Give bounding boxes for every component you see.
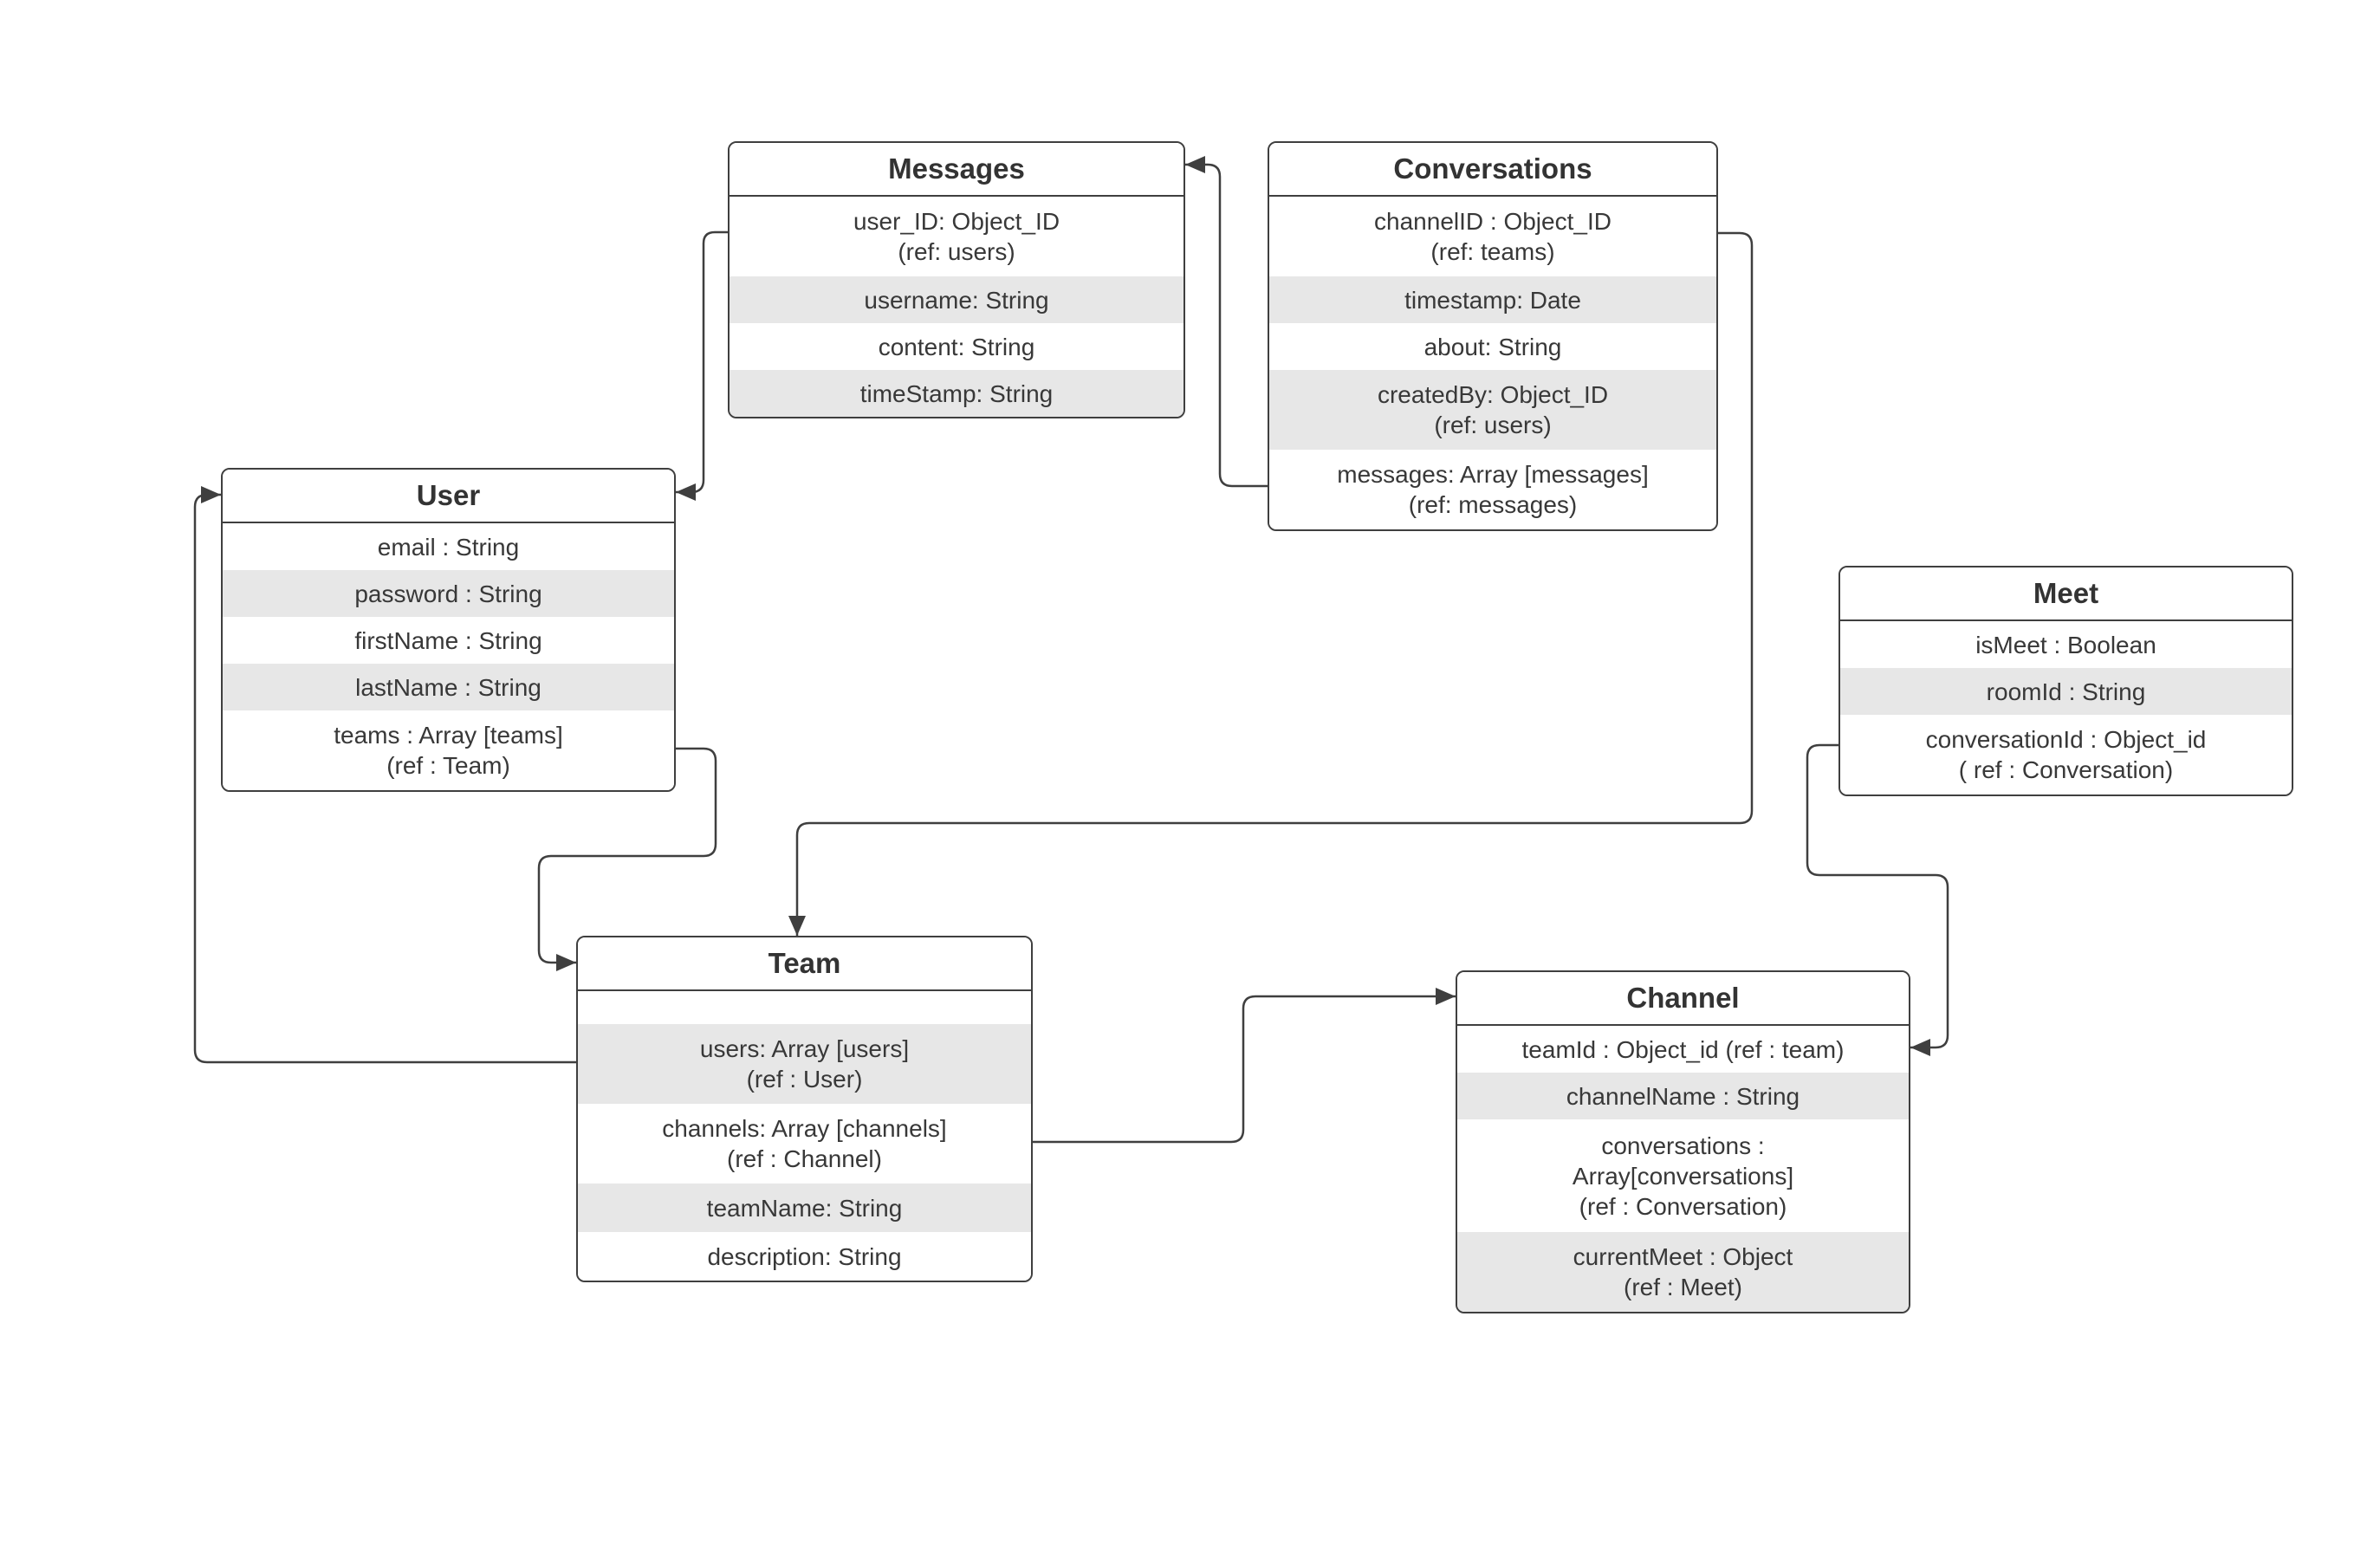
row-line: conversationId : Object_id bbox=[1925, 726, 2207, 753]
row-line: (ref : Channel) bbox=[727, 1145, 882, 1172]
row-line: (ref: users) bbox=[1434, 412, 1552, 438]
entity-row-user-firstname: firstName : String bbox=[223, 617, 674, 664]
row-line: conversations : bbox=[1601, 1132, 1765, 1159]
row-line: (ref : Meet) bbox=[1624, 1274, 1742, 1300]
entity-row-user-lastname: lastName : String bbox=[223, 664, 674, 710]
row-line: roomId : String bbox=[1986, 678, 2146, 705]
entity-title-conversations: Conversations bbox=[1269, 143, 1716, 197]
row-line: lastName : String bbox=[355, 673, 541, 701]
row-line: isMeet : Boolean bbox=[1975, 631, 2156, 658]
row-line: messages: Array [messages] bbox=[1337, 461, 1649, 488]
entity-row-conversations-messages: messages: Array [messages] (ref: messages… bbox=[1269, 450, 1716, 529]
entity-row-team-users: users: Array [users] (ref : User) bbox=[578, 1024, 1031, 1104]
entity-row-user-email: email : String bbox=[223, 523, 674, 570]
connector-team-channels-to-channel bbox=[1033, 988, 1456, 1144]
row-line: firstName : String bbox=[354, 626, 542, 654]
row-line: timestamp: Date bbox=[1404, 286, 1581, 314]
row-line: username: String bbox=[864, 286, 1049, 314]
entity-title-team: Team bbox=[578, 937, 1031, 991]
entity-row-team-channels: channels: Array [channels] (ref : Channel… bbox=[578, 1104, 1031, 1184]
row-line: user_ID: Object_ID bbox=[853, 208, 1060, 235]
entity-title-channel: Channel bbox=[1457, 972, 1909, 1026]
row-line: channelID : Object_ID bbox=[1374, 208, 1612, 235]
row-line: teams : Array [teams] bbox=[334, 722, 563, 749]
entity-row-conversations-timestamp: timestamp: Date bbox=[1269, 276, 1716, 323]
entity-row-meet-ismeet: isMeet : Boolean bbox=[1840, 621, 2292, 668]
connector-conversations-messages-to-messages bbox=[1185, 156, 1268, 488]
row-line: users: Array [users] bbox=[699, 1035, 910, 1062]
entity-channel: Channel teamId : Object_id (ref : team) ch… bbox=[1456, 970, 1910, 1313]
entity-row-messages-username: username: String bbox=[730, 276, 1184, 323]
entity-row-channel-currentmeet: currentMeet : Object (ref : Meet) bbox=[1457, 1232, 1909, 1312]
entity-row-user-password: password : String bbox=[223, 570, 674, 617]
entity-row-team-teamname: teamName: String bbox=[578, 1184, 1031, 1232]
entity-row-channel-teamid: teamId : Object_id (ref : team) bbox=[1457, 1026, 1909, 1073]
entity-team: Team users: Array [users] (ref : User) chan… bbox=[576, 936, 1033, 1282]
row-line: content: String bbox=[878, 333, 1035, 360]
row-line: Array[conversations] bbox=[1572, 1162, 1794, 1190]
row-line: teamName: String bbox=[706, 1194, 903, 1222]
entity-row-channel-channelname: channelName : String bbox=[1457, 1073, 1909, 1119]
row-line: channelName : String bbox=[1566, 1082, 1800, 1110]
entity-conversations: Conversations channelID : Object_ID (ref: … bbox=[1268, 141, 1718, 531]
entity-row-messages-content: content: String bbox=[730, 323, 1184, 370]
row-line: (ref: messages) bbox=[1408, 491, 1578, 518]
entity-title-meet: Meet bbox=[1840, 567, 2292, 621]
entity-row-conversations-channelid: channelID : Object_ID (ref: teams) bbox=[1269, 197, 1716, 276]
entity-row-user-teams: teams : Array [teams] (ref : Team) bbox=[223, 710, 674, 790]
entity-row-meet-conversationid: conversationId : Object_id ( ref : Conver… bbox=[1840, 715, 2292, 794]
row-line: email : String bbox=[377, 533, 520, 561]
entity-title-messages: Messages bbox=[730, 143, 1184, 197]
entity-row-meet-roomid: roomId : String bbox=[1840, 668, 2292, 715]
entity-row-conversations-createdby: createdBy: Object_ID (ref: users) bbox=[1269, 370, 1716, 450]
row-line: password : String bbox=[354, 580, 542, 607]
entity-row-conversations-about: about: String bbox=[1269, 323, 1716, 370]
row-line: (ref: teams) bbox=[1430, 238, 1555, 265]
row-line: (ref : User) bbox=[746, 1066, 863, 1093]
entity-row-messages-timestamp: timeStamp: String bbox=[730, 370, 1184, 417]
row-line: (ref: users) bbox=[898, 238, 1015, 265]
row-line: (ref : Conversation) bbox=[1579, 1192, 1787, 1220]
row-line: ( ref : Conversation) bbox=[1958, 756, 2174, 783]
connector-messages-user-id-to-user bbox=[676, 230, 728, 501]
row-line: about: String bbox=[1423, 333, 1562, 360]
row-line: (ref : Team) bbox=[386, 752, 510, 779]
entity-meet: Meet isMeet : Boolean roomId : String conve… bbox=[1839, 566, 2293, 796]
entity-title-user: User bbox=[223, 470, 674, 523]
row-line: description: String bbox=[707, 1242, 902, 1270]
entity-row-channel-conversations: conversations : Array[conversations](ref … bbox=[1457, 1119, 1909, 1232]
row-line: timeStamp: String bbox=[859, 379, 1054, 407]
entity-user: User email : String password : String first… bbox=[221, 468, 676, 792]
row-line: createdBy: Object_ID bbox=[1377, 381, 1609, 408]
row-line: currentMeet : Object bbox=[1573, 1243, 1793, 1270]
entity-row-team-empty bbox=[578, 991, 1031, 1024]
entity-row-messages-user-id: user_ID: Object_ID (ref: users) bbox=[730, 197, 1184, 276]
entity-row-team-description: description: String bbox=[578, 1232, 1031, 1281]
row-line: teamId : Object_id (ref : team) bbox=[1521, 1035, 1845, 1063]
row-line: channels: Array [channels] bbox=[662, 1115, 947, 1142]
